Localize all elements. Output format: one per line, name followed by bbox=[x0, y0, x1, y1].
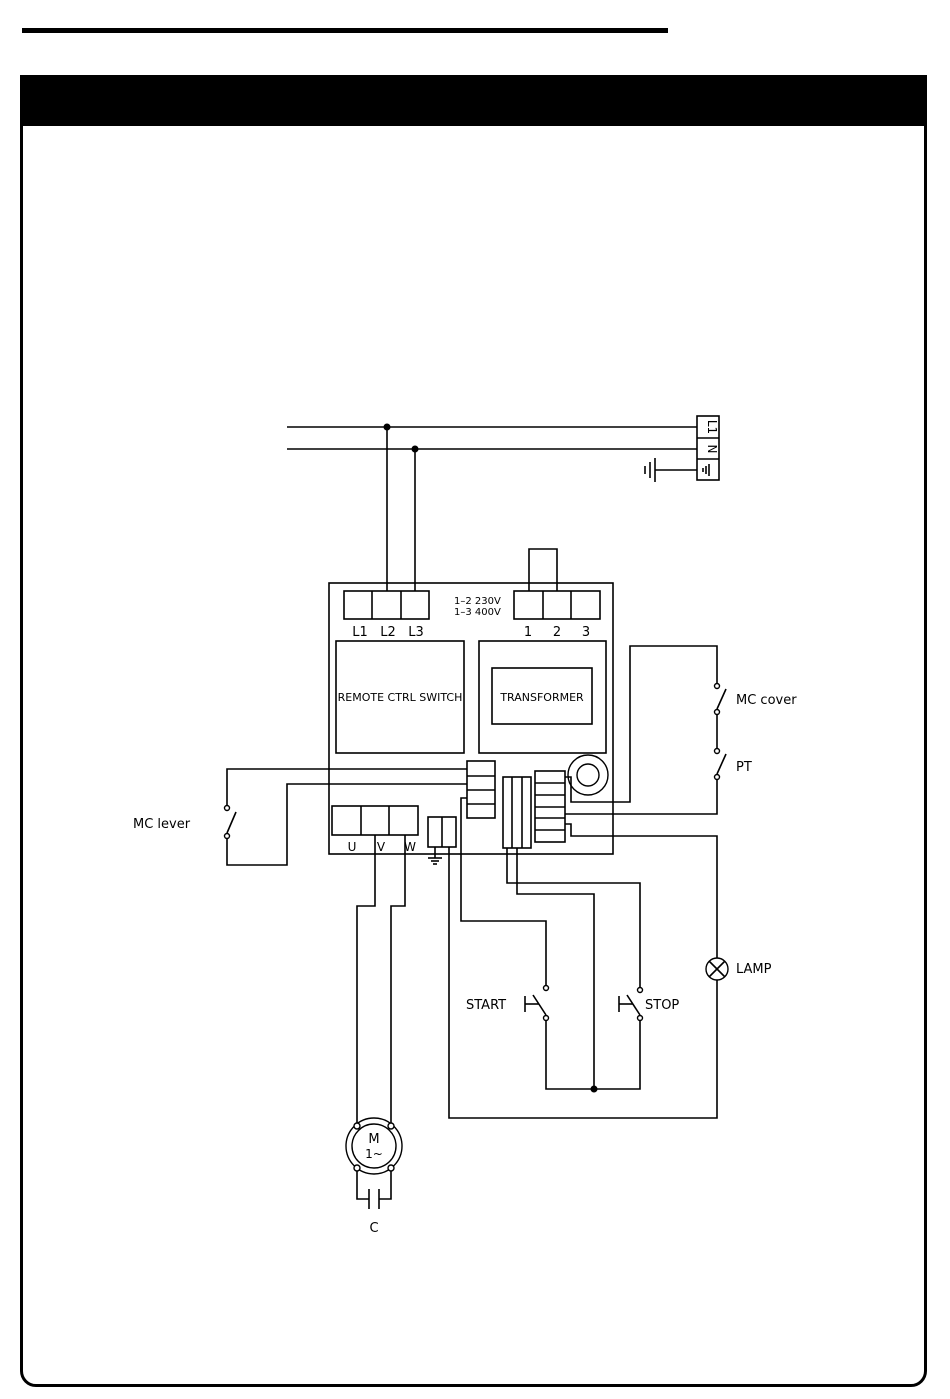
voltage-jumper bbox=[529, 549, 557, 591]
transformer-terminal-2-label: 2 bbox=[553, 625, 561, 640]
supply-terminal-n-label: N bbox=[705, 445, 719, 454]
mc-lever-switch bbox=[225, 806, 237, 839]
earth-terminal-block bbox=[428, 817, 456, 864]
mc-cover-switch bbox=[715, 684, 727, 715]
remote-terminal-l2-label: L2 bbox=[380, 625, 396, 640]
wire-common bbox=[517, 848, 594, 1089]
voltage-note-400: 1–3 400V bbox=[454, 607, 501, 618]
wire-start-stop-bottom bbox=[546, 1020, 640, 1089]
wire-cap-left bbox=[357, 1171, 369, 1199]
wire-mc-lever-top bbox=[227, 769, 467, 808]
wire-motor-v bbox=[357, 835, 375, 1124]
stop-button bbox=[619, 988, 643, 1021]
pt-switch bbox=[715, 749, 727, 780]
pt-label: PT bbox=[736, 760, 752, 775]
motor-terminal-w-label: W bbox=[404, 840, 416, 854]
stop-label: STOP bbox=[645, 998, 679, 1013]
motor-terminal-block bbox=[332, 806, 418, 835]
start-button bbox=[525, 986, 549, 1021]
transformer-terminal-3-label: 3 bbox=[582, 625, 590, 640]
transformer-label: TRANSFORMER bbox=[499, 691, 584, 704]
remote-terminal-block bbox=[344, 591, 429, 619]
middle-terminal-strip bbox=[503, 777, 531, 848]
wire-cap-right bbox=[379, 1171, 391, 1199]
motor-terminal-u-label: U bbox=[348, 840, 357, 854]
motor-terminal-v-label: V bbox=[377, 840, 386, 854]
transformer-terminal-1-label: 1 bbox=[524, 625, 532, 640]
motor-m-label: M bbox=[368, 1132, 379, 1147]
supply-terminal-block: L1 N bbox=[697, 416, 719, 480]
wire-stop-top bbox=[507, 848, 640, 988]
wire-lamp-top bbox=[565, 824, 717, 958]
junction-common bbox=[591, 1086, 598, 1093]
lamp-icon bbox=[706, 958, 728, 980]
supply-terminal-l1-label: L1 bbox=[705, 420, 719, 434]
junction-n bbox=[412, 446, 419, 453]
remote-terminal-l3-label: L3 bbox=[408, 625, 424, 640]
start-label: START bbox=[466, 998, 506, 1013]
left-terminal-strip bbox=[467, 761, 495, 818]
transformer-terminal-block bbox=[514, 549, 600, 619]
wire-lamp-return bbox=[449, 847, 717, 1118]
remote-terminal-l1-label: L1 bbox=[352, 625, 368, 640]
motor-phase-label: 1~ bbox=[365, 1147, 383, 1161]
remote-ctrl-switch-label: REMOTE CTRL SWITCH bbox=[338, 691, 463, 704]
mc-lever-label: MC lever bbox=[133, 817, 191, 832]
voltage-note-230: 1–2 230V bbox=[454, 596, 501, 607]
junction-l1 bbox=[384, 424, 391, 431]
mc-cover-label: MC cover bbox=[736, 693, 797, 708]
wire-motor-w bbox=[391, 835, 405, 1124]
lamp-label: LAMP bbox=[736, 962, 772, 977]
capacitor-label: C bbox=[369, 1221, 378, 1236]
right-terminal-strip bbox=[535, 771, 565, 842]
